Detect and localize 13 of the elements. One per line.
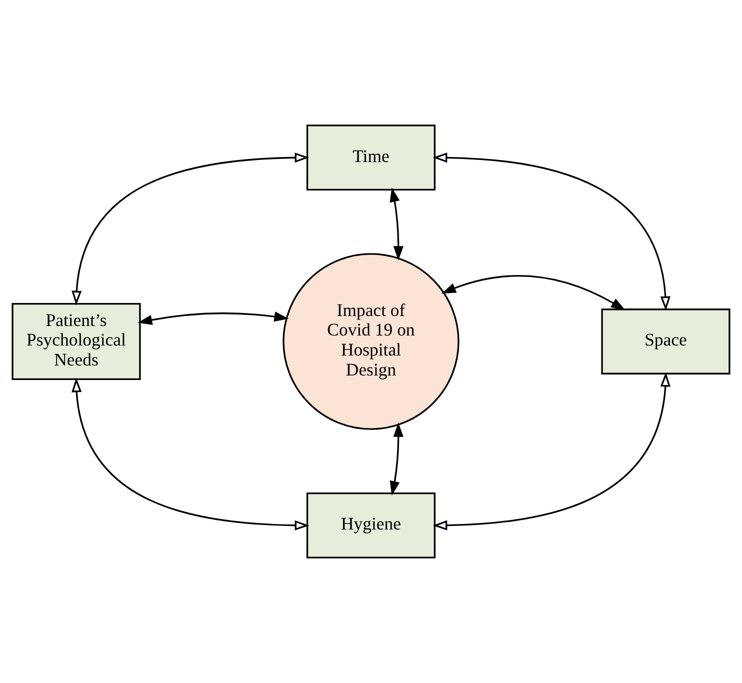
arrow (432, 152, 670, 311)
node-box: Hygiene (306, 492, 436, 558)
node-box: Time (306, 124, 436, 191)
node-circle: Impact of Covid 19 on Hospital Design (282, 253, 460, 430)
node-box: Space (601, 308, 730, 374)
arrow (72, 152, 310, 306)
arrow (390, 422, 404, 496)
arrow (138, 312, 289, 325)
arrow (432, 372, 670, 530)
arrow (390, 187, 404, 261)
node-box: Patient’s Psychological Needs (12, 303, 141, 380)
arrow (72, 378, 310, 530)
arrow (442, 275, 626, 310)
